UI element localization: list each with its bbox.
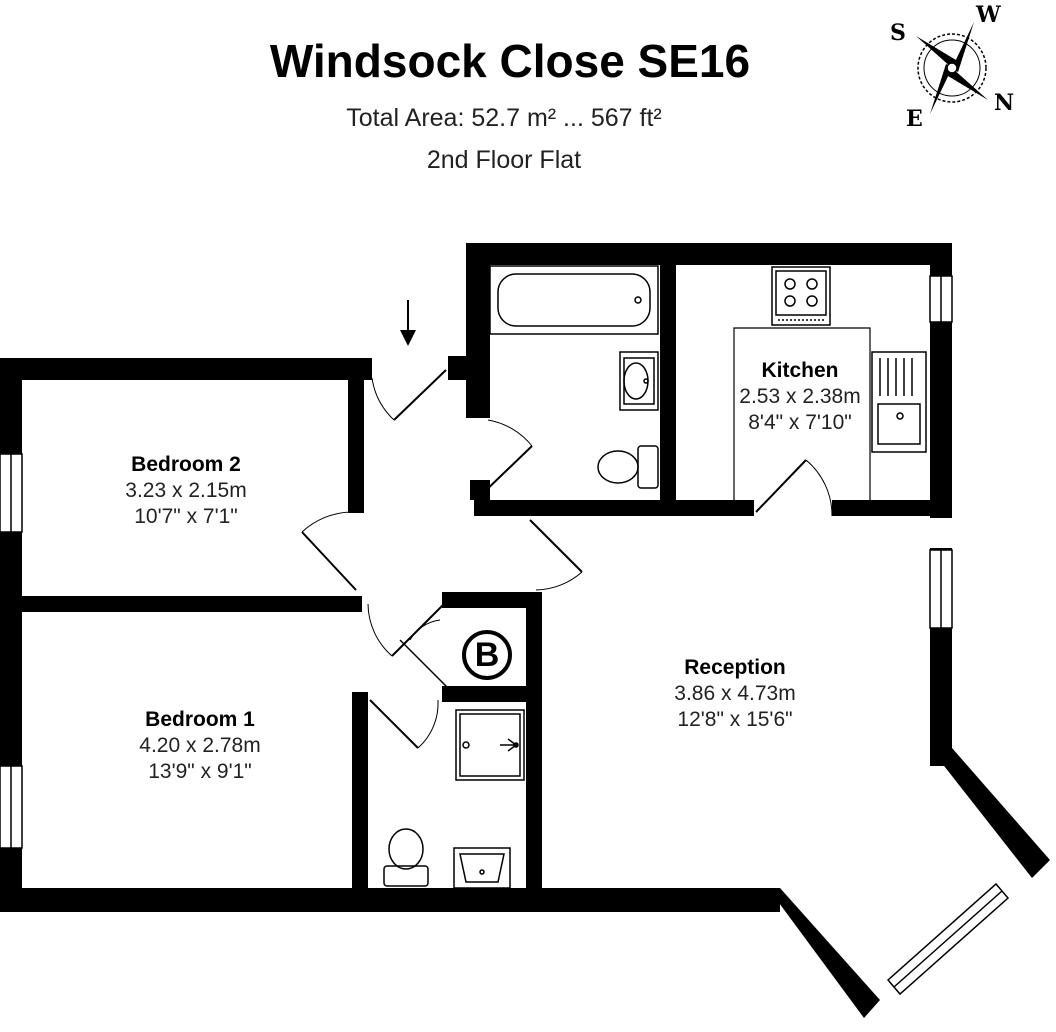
plan-title: Windsock Close SE16 — [269, 35, 751, 87]
room-imperial-size: 8'4" x 7'10" — [748, 411, 852, 434]
room-imperial-size: 13'9" x 9'1" — [148, 760, 252, 783]
shower-icon — [455, 709, 525, 781]
room-label-reception: Reception 3.86 x 4.73m 12'8" x 15'6" — [635, 655, 835, 733]
toilet-icon — [597, 445, 659, 489]
hob-icon — [771, 266, 831, 326]
compass-e-label: E — [906, 106, 923, 132]
room-name: Bedroom 1 — [145, 708, 255, 731]
entrance-arrow-icon — [400, 300, 416, 346]
room-name: Reception — [684, 656, 786, 679]
room-imperial-size: 10'7" x 7'1" — [134, 505, 238, 528]
room-metric-size: 2.53 x 2.38m — [739, 385, 861, 408]
room-imperial-size: 12'8" x 15'6" — [677, 708, 793, 731]
floor-label: 2nd Floor Flat — [426, 146, 582, 174]
room-name: Kitchen — [761, 359, 839, 382]
sink-icon — [453, 847, 511, 889]
room-metric-size: 3.23 x 2.15m — [125, 479, 247, 502]
door-swing-icon — [301, 369, 833, 749]
room-label-kitchen: Kitchen 2.53 x 2.38m 8'4" x 7'10" — [720, 358, 880, 436]
compass-n-label: N — [994, 90, 1015, 116]
kitchen-sink-icon — [871, 351, 927, 453]
room-name: Bedroom 2 — [131, 453, 241, 476]
bathtub-icon — [489, 265, 659, 335]
total-area-text: Total Area: 52.7 m² ... 567 ft² — [346, 104, 662, 132]
toilet-icon — [383, 828, 429, 887]
room-metric-size: 3.86 x 4.73m — [674, 682, 796, 705]
room-label-bedroom-2: Bedroom 2 3.23 x 2.15m 10'7" x 7'1" — [86, 452, 286, 530]
room-metric-size: 4.20 x 2.78m — [139, 734, 261, 757]
boiler-icon: B — [462, 630, 512, 680]
sink-icon — [619, 351, 659, 411]
window-icon — [0, 275, 1010, 996]
compass-w-label: W — [976, 2, 1001, 28]
compass-icon — [916, 22, 988, 114]
compass-s-label: S — [890, 20, 906, 46]
room-label-bedroom-1: Bedroom 1 4.20 x 2.78m 13'9" x 9'1" — [100, 707, 300, 785]
